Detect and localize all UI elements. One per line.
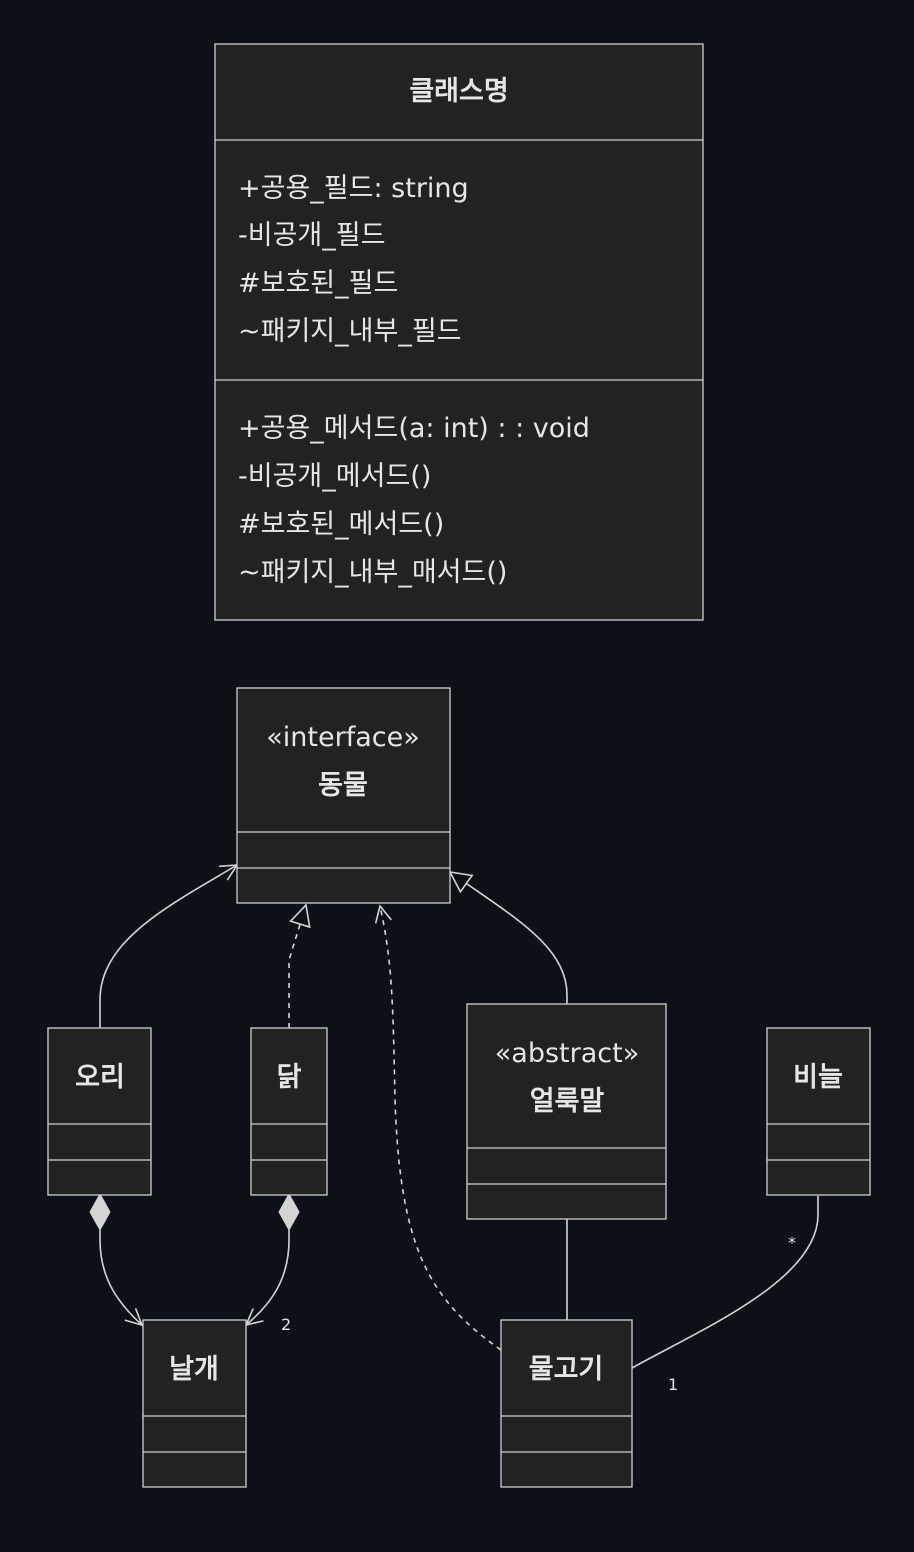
multiplicity-fish-end: 1 xyxy=(668,1375,678,1394)
class-duck-name: 오리 xyxy=(75,1062,125,1093)
class-fish-name: 물고기 xyxy=(529,1354,604,1385)
class-animal-frame xyxy=(236,687,451,904)
class-chicken: 닭 xyxy=(250,1027,328,1196)
class-zebra-frame xyxy=(466,1003,667,1220)
legend-field-private: -비공개_필드 xyxy=(238,220,385,251)
edge-duck-animal xyxy=(99,864,239,1028)
class-zebra-stereotype: «abstract» xyxy=(495,1038,639,1069)
class-duck: 오리 xyxy=(47,1027,152,1196)
class-animal-stereotype: «interface» xyxy=(266,722,419,753)
class-wing-frame xyxy=(142,1319,247,1488)
legend-field-protected: #보호된_필드 xyxy=(238,268,398,299)
edge-scale-fish xyxy=(631,1196,819,1369)
legend-class-name: 클래스명 xyxy=(409,76,508,107)
class-wing: 날개 xyxy=(142,1319,247,1488)
relationship-edges xyxy=(89,864,819,1369)
class-chicken-frame xyxy=(250,1027,328,1196)
class-scale-frame xyxy=(766,1027,871,1196)
class-zebra-name: 얼룩말 xyxy=(530,1086,605,1117)
legend-method-protected: #보호된_메서드() xyxy=(238,509,444,540)
class-scale: 비늘 xyxy=(766,1027,871,1196)
edge-duck-wing xyxy=(89,1192,144,1327)
edge-zebra-animal xyxy=(448,870,568,1004)
legend-method-package: ~패키지_내부_매서드() xyxy=(238,557,507,588)
legend-field-public: +공용_필드: string xyxy=(238,173,469,204)
class-animal: «interface» 동물 xyxy=(236,687,451,904)
legend-class-box: 클래스명 +공용_필드: string -비공개_필드 #보호된_필드 ~패키지… xyxy=(214,43,704,621)
edge-chicken-animal xyxy=(288,903,311,1028)
class-scale-name: 비늘 xyxy=(793,1062,843,1093)
multiplicity-wing-chicken: 2 xyxy=(281,1315,291,1334)
class-chicken-name: 닭 xyxy=(277,1062,302,1093)
legend-field-package: ~패키지_내부_필드 xyxy=(238,316,462,347)
legend-method-private: -비공개_메서드() xyxy=(238,461,431,492)
edge-fish-animal xyxy=(374,904,502,1351)
multiplicity-scale-end: * xyxy=(788,1233,796,1252)
class-fish-frame xyxy=(500,1319,633,1488)
class-zebra: «abstract» 얼룩말 xyxy=(466,1003,667,1220)
class-duck-frame xyxy=(47,1027,152,1196)
legend-method-public: +공용_메서드(a: int) : : void xyxy=(238,413,590,444)
class-wing-name: 날개 xyxy=(169,1354,219,1385)
edge-chicken-wing xyxy=(244,1192,300,1327)
class-fish: 물고기 xyxy=(500,1319,633,1488)
class-animal-name: 동물 xyxy=(318,770,368,801)
